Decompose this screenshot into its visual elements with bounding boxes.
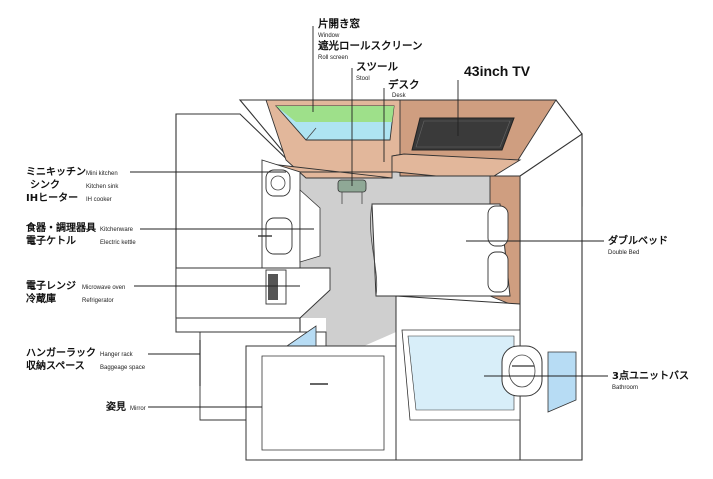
label-tv-text: 43inch TV: [464, 63, 531, 79]
label-desk-jp: デスク: [388, 78, 420, 91]
label-bath-en: Bathroom: [612, 385, 638, 391]
label-bed: ダブルベッド Double Bed: [608, 234, 668, 256]
pillow: [487, 205, 509, 247]
label-fridge-en: Refrigerator: [82, 298, 114, 304]
window: [275, 105, 395, 141]
label-kitchenware-en: Kitchenware: [100, 227, 134, 233]
label-desk-en: Desk: [392, 93, 407, 99]
label-mini-kitchen-en: Mini kitchen: [86, 171, 118, 177]
label-kitchenware: 食器・調理器具 Kitchenware 電子ケトル Electric kettl…: [25, 221, 136, 247]
label-mirror-jp: 姿見: [106, 400, 126, 413]
label-mirror: 姿見 Mirror: [106, 400, 146, 413]
label-roll-screen-jp: 遮光ロールスクリーン: [318, 39, 422, 52]
label-stool-en: Stool: [356, 76, 370, 82]
label-tv: 43inch TV: [464, 63, 531, 79]
kitchen: [175, 159, 331, 332]
microwave-window: [268, 274, 278, 300]
kitchenware-shelf: [299, 189, 321, 263]
label-microwave-jp: 電子レンジ: [26, 280, 76, 292]
label-window-jp: 片開き窓: [318, 17, 360, 30]
label-ih-jp: IHヒーター: [26, 192, 78, 204]
label-stool-jp: スツール: [356, 61, 398, 73]
tv-bezel: [415, 120, 511, 148]
label-stool: スツール Stool: [356, 61, 398, 82]
label-window-en: Window: [318, 33, 340, 39]
bathtub-water: [407, 335, 515, 411]
ih-cooker: [265, 169, 291, 197]
entrance-area: [199, 325, 397, 461]
label-kettle-jp: 電子ケトル: [26, 235, 76, 247]
label-window: 片開き窓 Window 遮光ロールスクリーン Roll screen: [318, 17, 422, 61]
label-desk: デスク Desk: [388, 78, 420, 99]
label-bath: 3点ユニットバス Bathroom: [612, 369, 689, 391]
leader-lines: [130, 26, 608, 408]
label-kitchen: ミニキッチン Mini kitchen シンク Kitchen sink IHヒ…: [26, 166, 119, 204]
label-hanger: ハンガーラック Hanger rack 収納スペース Baggeage spac…: [26, 346, 146, 372]
label-fridge-jp: 冷蔵庫: [26, 292, 56, 305]
roll-screen: [276, 106, 394, 122]
label-kitchenware-jp: 食器・調理器具: [25, 221, 96, 234]
bathroom: [395, 295, 577, 461]
label-ih-en: IH cooker: [86, 197, 112, 203]
label-sink-en: Kitchen sink: [86, 184, 119, 190]
label-sink-jp: シンク: [30, 179, 60, 191]
label-baggage-en: Baggeage space: [100, 365, 146, 371]
label-kettle-en: Electric kettle: [100, 240, 136, 246]
label-bath-jp: 3点ユニットバス: [612, 369, 689, 382]
label-bed-jp: ダブルベッド: [608, 234, 668, 247]
pillow: [487, 251, 509, 293]
window-sash-line: [305, 127, 317, 141]
washbasin: [501, 345, 543, 397]
label-microwave: 電子レンジ Microwave oven 冷蔵庫 Refrigerator: [26, 280, 125, 305]
label-mini-kitchen-jp: ミニキッチン: [26, 166, 86, 178]
label-bed-en: Double Bed: [608, 250, 639, 256]
tv-screen: [411, 117, 515, 151]
washbasin-bowl: [508, 354, 536, 388]
label-mirror-en: Mirror: [130, 406, 146, 412]
label-baggage-jp: 収納スペース: [26, 359, 85, 372]
label-hanger-en: Hanger rack: [100, 352, 134, 358]
entrance-door: [261, 355, 385, 451]
label-hanger-jp: ハンガーラック: [26, 346, 96, 359]
label-roll-screen-en: Roll screen: [318, 55, 348, 61]
ih-burner: [270, 175, 286, 191]
desk-front-edge: [269, 153, 522, 179]
label-microwave-en: Microwave oven: [82, 285, 125, 291]
bed-sheet-edge: [370, 203, 378, 297]
fridge-cabinet: [175, 267, 331, 319]
bathroom-mirror: [547, 351, 577, 413]
double-bed: [370, 203, 511, 297]
